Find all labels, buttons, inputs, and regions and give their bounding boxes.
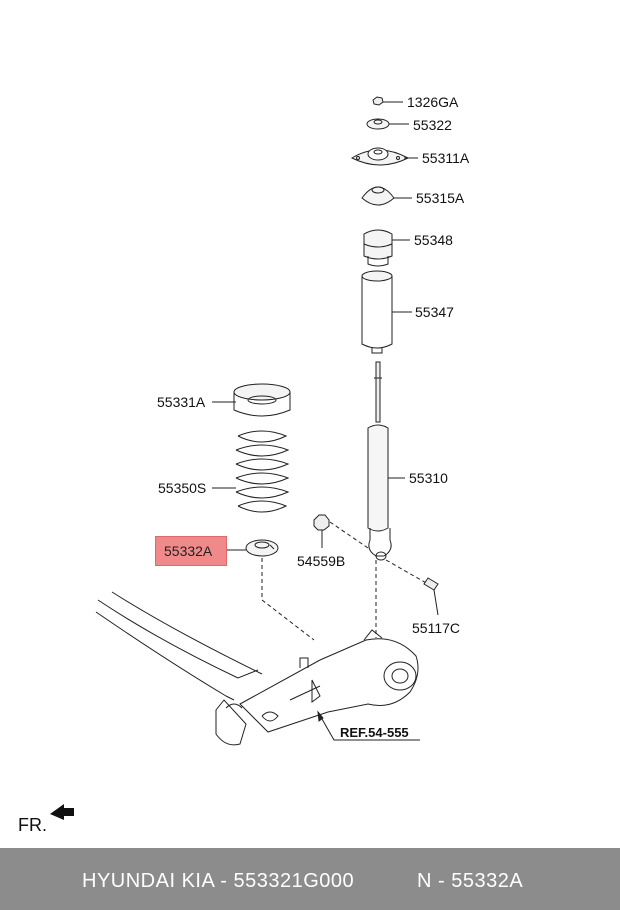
label-55311a: 55311A: [422, 150, 470, 166]
bump-stopper-55348: [363, 229, 410, 267]
label-55348: 55348: [414, 232, 453, 248]
fr-arrow-icon: [50, 804, 74, 820]
footer-bar: HYUNDAI KIA - 553321G000 N - 55332A: [0, 848, 620, 910]
shock-absorber-55310: [367, 361, 405, 561]
label-55117c: 55117C: [412, 620, 461, 636]
label-55347: 55347: [415, 304, 454, 320]
nut-54559b: [313, 514, 369, 549]
washer-55322: [366, 118, 409, 130]
label-1326ga: 1326GA: [407, 94, 459, 110]
parts-diagram: 1326GA 55322 55311A 55315A 55348 55347 5…: [18, 94, 470, 835]
cap-55315a: [361, 186, 412, 206]
strut-mount-55311a: [350, 147, 418, 166]
bolt-55117c: [375, 559, 439, 638]
nut-1326ga: [372, 96, 403, 106]
front-marker: FR.: [18, 815, 47, 835]
label-54559b: 54559B: [297, 553, 346, 569]
label-ref: REF.54-555: [340, 725, 409, 740]
footer-brand: HYUNDAI KIA - 553321G000: [82, 870, 355, 892]
label-55332a: 55332A: [164, 543, 213, 559]
label-55331a: 55331A: [157, 394, 206, 410]
coil-spring-55350s: [212, 430, 290, 513]
highlight-55332a: 55332A: [155, 536, 227, 566]
spring-pad-55332a: [226, 539, 315, 641]
rear-axle-beam: [95, 591, 419, 746]
label-55350s: 55350S: [158, 480, 207, 496]
label-55310: 55310: [409, 470, 448, 486]
ref-leader: [317, 710, 420, 741]
spring-seat-55331a: [212, 383, 291, 417]
footer-number: N - 55332A: [417, 870, 524, 892]
diagram-drawing: [50, 96, 439, 820]
dust-cover-55347: [361, 270, 412, 354]
label-55322: 55322: [413, 117, 452, 133]
label-55315a: 55315A: [416, 190, 465, 206]
